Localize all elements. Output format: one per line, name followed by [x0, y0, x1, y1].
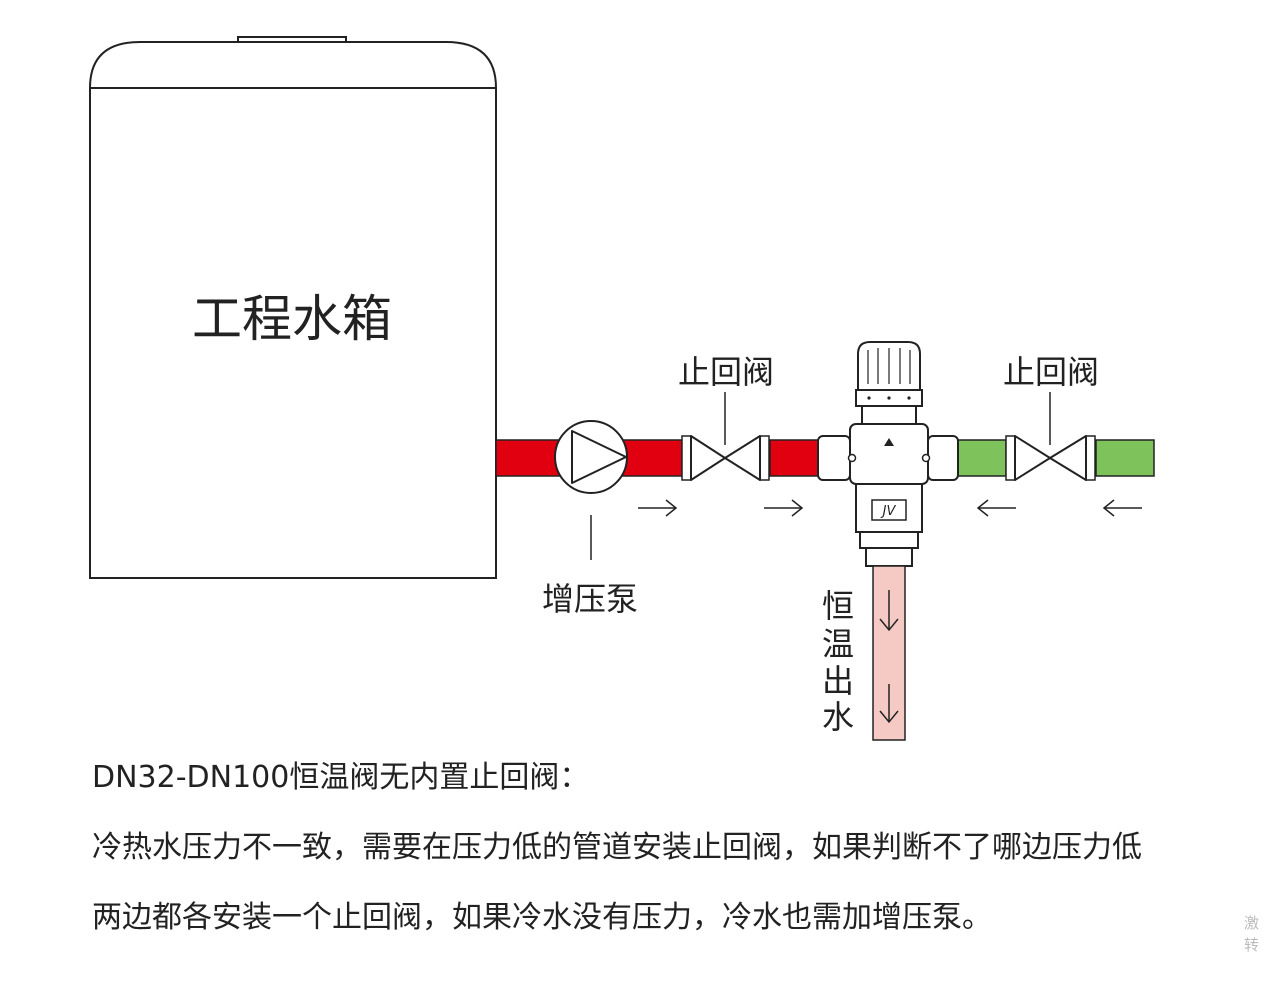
check-valve-right: 止回阀 — [1003, 353, 1099, 481]
cold-pipe — [955, 439, 1155, 477]
outlet-pipe — [872, 565, 906, 741]
flow-arrow-left-1 — [976, 499, 1016, 517]
note-title: DN32-DN100恒温阀无内置止回阀： — [92, 760, 590, 795]
watermark-char-2: 转 — [1244, 936, 1260, 954]
outlet-label-char-3: 出 — [822, 662, 854, 700]
note-line-2: 两边都各安装一个止回阀，如果冷水没有压力，冷水也需加增压泵。 — [92, 900, 992, 935]
cold-pipe-segment-1 — [955, 439, 1007, 477]
outlet-label-char-1: 恒 — [822, 587, 854, 625]
outlet-label-char-2: 温 — [822, 625, 854, 663]
cold-pipe-segment-2 — [1095, 439, 1155, 477]
check-valve-right-label: 止回阀 — [1003, 353, 1099, 391]
pump-label: 增压泵 — [542, 580, 638, 618]
flow-arrow-down-2 — [879, 684, 899, 724]
flow-arrow-left-2 — [1102, 499, 1142, 517]
thermostatic-valve: JV — [817, 341, 959, 567]
watermark: 激 转 — [1244, 912, 1265, 956]
hot-pipe-segment-2 — [769, 439, 819, 477]
outlet-label-char-4: 水 — [822, 698, 854, 736]
check-valve-left: 止回阀 — [678, 353, 774, 481]
booster-pump: 增压泵 — [542, 420, 638, 618]
plumbing-diagram: 工程水箱 增压泵 止回阀 止回阀 — [89, 36, 1155, 741]
valve-badge: JV — [880, 504, 897, 519]
flow-arrow-right-2 — [764, 499, 804, 517]
outlet-label: 恒 温 出 水 — [822, 587, 854, 736]
flow-arrow-down-1 — [879, 590, 899, 632]
note-line-1: 冷热水压力不一致，需要在压力低的管道安装止回阀，如果判断不了哪边压力低 — [92, 830, 1142, 865]
tank-label: 工程水箱 — [192, 290, 392, 348]
check-valve-left-label: 止回阀 — [678, 353, 774, 391]
flow-arrow-right-1 — [638, 499, 678, 517]
water-tank: 工程水箱 — [89, 36, 497, 579]
watermark-char-1: 激 — [1244, 914, 1260, 932]
